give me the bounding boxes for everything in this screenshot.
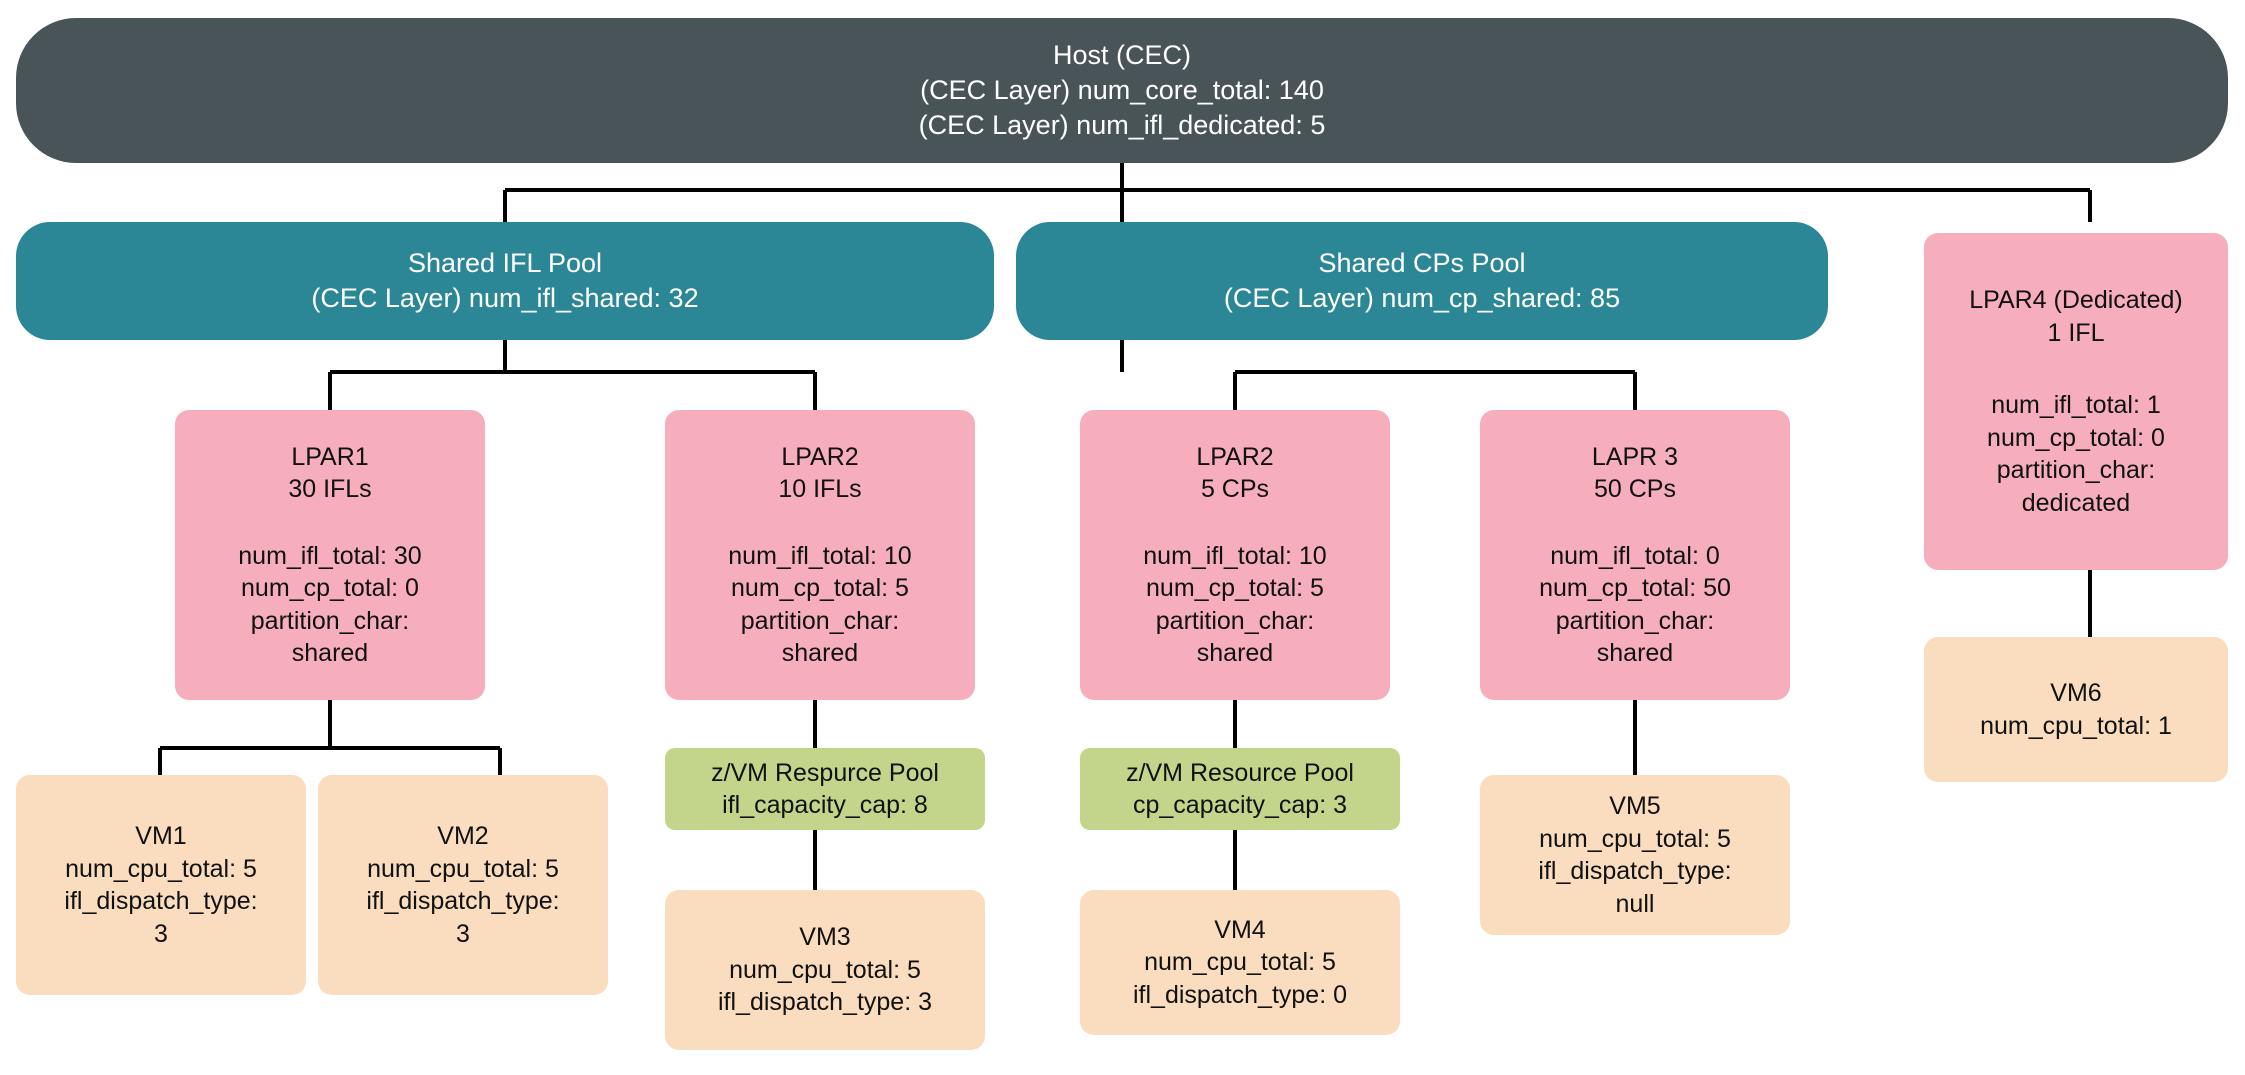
shared-cps-pool-metric: (CEC Layer) num_cp_shared: 85: [1223, 283, 1621, 313]
vm6-body: num_cpu_total: 1: [1980, 711, 2172, 740]
lpar2-cp-title: LPAR2 5 CPs: [1196, 442, 1274, 504]
vm3-body: num_cpu_total: 5 ifl_dispatch_type: 3: [717, 955, 933, 1017]
node-vm6[interactable]: VM6 num_cpu_total: 1: [1924, 637, 2228, 782]
node-lpar2-cp[interactable]: LPAR2 5 CPs num_ifl_total: 10 num_cp_tot…: [1080, 410, 1390, 700]
vm5-title: VM5: [1609, 792, 1661, 820]
host-title: Host (CEC): [1052, 39, 1191, 70]
node-lpar4-dedicated[interactable]: LPAR4 (Dedicated) 1 IFL num_ifl_total: 1…: [1924, 233, 2228, 570]
vm1-title: VM1: [135, 822, 187, 850]
node-lapr3[interactable]: LAPR 3 50 CPs num_ifl_total: 0 num_cp_to…: [1480, 410, 1790, 700]
lpar2-ifl-body: num_ifl_total: 10 num_cp_total: 5 partit…: [728, 541, 912, 668]
zvm-ifl-pool-metric: ifl_capacity_cap: 8: [722, 791, 928, 819]
lpar1-body: num_ifl_total: 30 num_cp_total: 0 partit…: [238, 541, 422, 668]
node-vm5[interactable]: VM5 num_cpu_total: 5 ifl_dispatch_type: …: [1480, 775, 1790, 935]
lapr3-body: num_ifl_total: 0 num_cp_total: 50 partit…: [1539, 541, 1731, 668]
node-zvm-ifl-resource-pool[interactable]: z/VM Respurce Pool ifl_capacity_cap: 8: [665, 748, 985, 830]
vm4-body: num_cpu_total: 5 ifl_dispatch_type: 0: [1132, 948, 1348, 1009]
node-vm2[interactable]: VM2 num_cpu_total: 5 ifl_dispatch_type: …: [318, 775, 608, 995]
node-lpar1[interactable]: LPAR1 30 IFLs num_ifl_total: 30 num_cp_t…: [175, 410, 485, 700]
vm4-title: VM4: [1214, 915, 1266, 944]
shared-ifl-pool-title: Shared IFL Pool: [407, 247, 603, 278]
node-lpar2-ifl[interactable]: LPAR2 10 IFLs num_ifl_total: 10 num_cp_t…: [665, 410, 975, 700]
lapr3-title: LAPR 3 50 CPs: [1591, 442, 1679, 504]
lpar2-ifl-title: LPAR2 10 IFLs: [778, 442, 862, 504]
node-vm1[interactable]: VM1 num_cpu_total: 5 ifl_dispatch_type: …: [16, 775, 306, 995]
node-vm3[interactable]: VM3 num_cpu_total: 5 ifl_dispatch_type: …: [665, 890, 985, 1050]
lpar4-body: num_ifl_total: 1 num_cp_total: 0 partiti…: [1987, 391, 2165, 517]
node-host-cec[interactable]: Host (CEC) (CEC Layer) num_core_total: 1…: [16, 18, 2228, 163]
node-shared-cps-pool[interactable]: Shared CPs Pool (CEC Layer) num_cp_share…: [1016, 222, 1828, 340]
shared-cps-pool-title: Shared CPs Pool: [1318, 247, 1526, 278]
vm2-body: num_cpu_total: 5 ifl_dispatch_type: 3: [366, 854, 560, 948]
host-metric-ifl-dedicated: (CEC Layer) num_ifl_dedicated: 5: [918, 110, 1326, 141]
zvm-ifl-pool-title: z/VM Respurce Pool: [711, 758, 939, 787]
lpar4-title: LPAR4 (Dedicated) 1 IFL: [1969, 286, 2183, 347]
vm3-title: VM3: [799, 923, 851, 952]
lpar2-cp-body: num_ifl_total: 10 num_cp_total: 5 partit…: [1143, 541, 1327, 668]
node-zvm-cp-resource-pool[interactable]: z/VM Resource Pool cp_capacity_cap: 3: [1080, 748, 1400, 830]
shared-ifl-pool-metric: (CEC Layer) num_ifl_shared: 32: [311, 283, 699, 313]
node-shared-ifl-pool[interactable]: Shared IFL Pool (CEC Layer) num_ifl_shar…: [16, 222, 994, 340]
vm2-title: VM2: [437, 822, 489, 850]
vm5-body: num_cpu_total: 5 ifl_dispatch_type: null: [1538, 824, 1732, 918]
zvm-cp-pool-metric: cp_capacity_cap: 3: [1132, 791, 1348, 819]
vm6-title: VM6: [2050, 679, 2102, 707]
lpar1-title: LPAR1 30 IFLs: [288, 442, 372, 504]
host-metric-core-total: (CEC Layer) num_core_total: 140: [920, 74, 1324, 105]
vm1-body: num_cpu_total: 5 ifl_dispatch_type: 3: [64, 854, 258, 948]
node-vm4[interactable]: VM4 num_cpu_total: 5 ifl_dispatch_type: …: [1080, 890, 1400, 1035]
zvm-cp-pool-title: z/VM Resource Pool: [1126, 758, 1354, 787]
